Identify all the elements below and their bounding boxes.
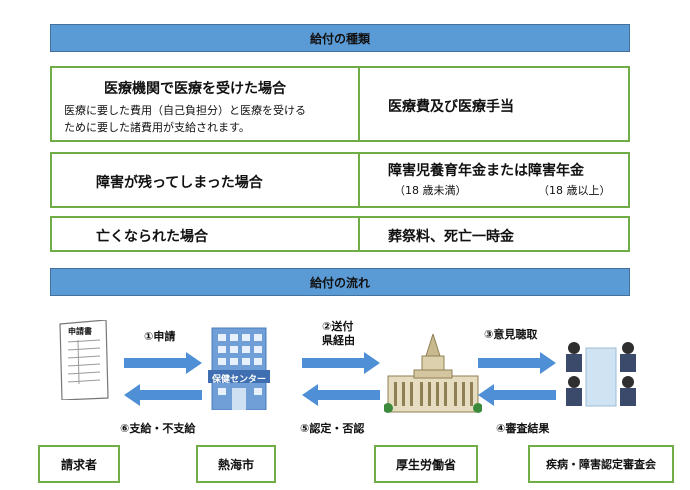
- benefit-case-medical: 医療機関で医療を受けた場合: [104, 81, 286, 97]
- benefit-row-disability: 障害が残ってしまった場合 障害児養育年金または障害年金 （18 歳未満） （18…: [50, 152, 630, 208]
- benefit-row-death: 亡くなられた場合 葬祭料、死亡一時金: [50, 216, 630, 252]
- benefit-result-cell: 障害児養育年金または障害年金 （18 歳未満） （18 歳以上）: [360, 154, 628, 206]
- step-payment-label: ⑥支給・不支給: [120, 422, 196, 435]
- benefit-case-cell: 障害が残ってしまった場合: [52, 154, 360, 206]
- arrow-left-approval-icon: [302, 384, 380, 406]
- actor-ministry: 厚生労働省: [374, 445, 478, 483]
- actor-city-label: 熱海市: [217, 457, 254, 472]
- actor-applicant-label: 請求者: [60, 457, 97, 472]
- arrow-right-consult-icon: [478, 352, 556, 374]
- step-result-label: ④審査結果: [496, 422, 550, 435]
- health-center-building-icon: [208, 327, 270, 410]
- arrow-right-send-icon: [302, 352, 380, 374]
- flow-header: 給付の流れ: [50, 268, 630, 296]
- benefit-row-medical: 医療機関で医療を受けた場合 医療に要した費用（自己負担分）と医療を受ける ために…: [50, 66, 630, 142]
- benefit-case-death: 亡くなられた場合: [96, 229, 208, 245]
- types-header: 給付の種類: [50, 24, 630, 52]
- application-form-icon: [59, 320, 109, 400]
- types-header-label: 給付の種類: [309, 31, 370, 46]
- actor-council-label: 疾病・障害認定審査会: [546, 458, 656, 471]
- benefit-result-cell: 医療費及び医療手当: [360, 68, 628, 140]
- flow-header-label: 給付の流れ: [309, 275, 370, 290]
- step-apply-label: ①申請: [144, 330, 176, 343]
- diet-building-icon: [384, 334, 482, 413]
- benefit-result-medical: 医療費及び医療手当: [388, 99, 514, 115]
- benefit-note-line1: 医療に要した費用（自己負担分）と医療を受ける: [64, 104, 306, 117]
- step-send-label: ②送付: [322, 320, 354, 333]
- benefit-sub-over18: （18 歳以上）: [538, 184, 611, 197]
- benefit-result-death: 葬祭料、死亡一時金: [388, 229, 514, 245]
- benefit-case-cell: 亡くなられた場合: [52, 218, 360, 250]
- actor-applicant: 請求者: [38, 445, 120, 483]
- council-meeting-icon: [566, 342, 636, 407]
- benefit-case-cell: 医療機関で医療を受けた場合 医療に要した費用（自己負担分）と医療を受ける ために…: [52, 68, 360, 140]
- benefit-result-disability: 障害児養育年金または障害年金: [388, 163, 584, 179]
- step-send-via-label: 県経由: [322, 334, 355, 347]
- arrow-left-payment-icon: [124, 384, 202, 406]
- health-center-sign: 保健センター: [212, 375, 267, 385]
- actor-council: 疾病・障害認定審査会: [528, 445, 674, 483]
- arrow-right-apply-icon: [124, 352, 202, 374]
- benefit-sub-under18: （18 歳未満）: [394, 184, 467, 197]
- benefit-note-line2: ために要した諸費用が支給されます。: [64, 121, 250, 134]
- arrow-left-result-icon: [478, 384, 556, 406]
- benefit-result-cell: 葬祭料、死亡一時金: [360, 218, 628, 250]
- benefit-case-disability: 障害が残ってしまった場合: [96, 175, 263, 191]
- actor-city: 熱海市: [196, 445, 276, 483]
- step-approval-label: ⑤認定・否認: [300, 422, 365, 435]
- step-consult-label: ③意見聴取: [484, 328, 538, 341]
- actor-ministry-label: 厚生労働省: [395, 457, 456, 472]
- form-title: 申請書: [68, 327, 92, 336]
